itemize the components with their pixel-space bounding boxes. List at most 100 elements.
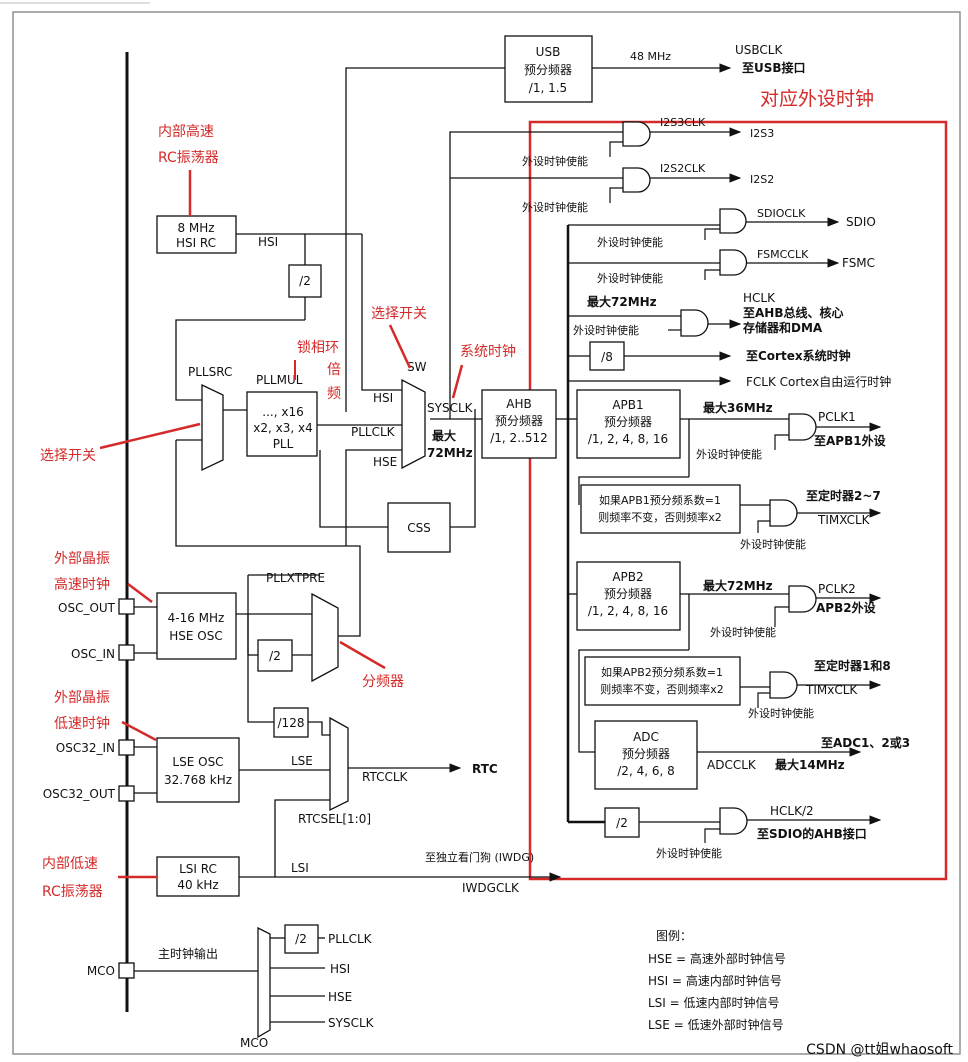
hsi-rc <box>156 215 237 254</box>
svg-text:OSC_IN: OSC_IN <box>71 647 115 661</box>
svg-text:频: 频 <box>327 386 341 402</box>
svg-text:PLLMUL: PLLMUL <box>256 373 303 387</box>
svg-text:外设时钟使能: 外设时钟使能 <box>522 154 588 168</box>
svg-text:预分频器: 预分频器 <box>622 747 670 761</box>
svg-text:至ADC1、2或3: 至ADC1、2或3 <box>821 735 910 750</box>
div128 <box>273 707 309 738</box>
svg-text:高速时钟: 高速时钟 <box>54 576 110 593</box>
annotations: 内部高速 RC振荡器 选择开关 锁相环 倍 频 选择开关 系统时钟 外部晶振 高… <box>40 123 516 900</box>
css-box <box>387 502 451 553</box>
div2-hsi <box>288 264 322 298</box>
svg-text:HSI = 高速内部时钟信号: HSI = 高速内部时钟信号 <box>648 973 782 988</box>
block-texts: USB 预分频器 /1, 1.5 8 MHz HSI RC /2 ..., x1… <box>164 45 724 946</box>
mux-sw <box>401 378 426 470</box>
svg-text:8 MHz: 8 MHz <box>177 221 214 235</box>
diagram-frame <box>12 11 961 1055</box>
svg-text:外设时钟使能: 外设时钟使能 <box>710 625 776 639</box>
svg-text:外部晶振: 外部晶振 <box>54 551 110 567</box>
svg-text:选择开关: 选择开关 <box>40 448 96 464</box>
svg-text:FSMC: FSMC <box>842 256 875 270</box>
svg-text:HCLK/2: HCLK/2 <box>770 804 814 818</box>
svg-text:最大72MHz: 最大72MHz <box>587 294 657 309</box>
svg-text:如果APB2预分频系数=1: 如果APB2预分频系数=1 <box>601 665 723 679</box>
svg-text:HSE OSC: HSE OSC <box>169 629 222 643</box>
svg-text:LSE = 低速外部时钟信号: LSE = 低速外部时钟信号 <box>648 1017 784 1032</box>
annotation-peripheral-clock: 对应外设时钟 <box>760 88 874 110</box>
svg-text:内部低速: 内部低速 <box>42 856 98 872</box>
svg-text:APB1: APB1 <box>612 398 643 412</box>
svg-text:外设时钟使能: 外设时钟使能 <box>656 846 722 860</box>
svg-text:最大: 最大 <box>432 428 456 443</box>
mux-pllxtpre <box>311 592 339 683</box>
svg-text:/2: /2 <box>299 274 311 288</box>
svg-text:/2: /2 <box>616 816 628 830</box>
svg-text:/2, 4, 6, 8: /2, 4, 6, 8 <box>617 764 674 778</box>
svg-text:SYSCLK: SYSCLK <box>427 401 474 415</box>
gate-i2s2 <box>622 167 651 193</box>
svg-text:最大36MHz: 最大36MHz <box>703 400 773 415</box>
svg-text:至定时器2~7: 至定时器2~7 <box>806 488 881 503</box>
gate-i2s3 <box>622 121 651 147</box>
gate-hclk2 <box>719 807 748 835</box>
svg-text:LSE OSC: LSE OSC <box>172 755 223 769</box>
div2-hse <box>257 639 293 672</box>
svg-text:/1, 2, 4, 8, 16: /1, 2, 4, 8, 16 <box>588 432 668 446</box>
svg-text:外设时钟使能: 外设时钟使能 <box>522 200 588 214</box>
gate-timx2 <box>769 671 798 699</box>
svg-text:PLLCLK: PLLCLK <box>351 425 396 439</box>
svg-text:MCO: MCO <box>240 1036 268 1050</box>
svg-text:至定时器1和8: 至定时器1和8 <box>814 658 891 673</box>
svg-text:预分频器: 预分频器 <box>604 415 652 429</box>
svg-text:预分频器: 预分频器 <box>604 587 652 601</box>
svg-text:至USB接口: 至USB接口 <box>742 60 806 75</box>
svg-text:SW: SW <box>407 360 427 374</box>
gate-timx1 <box>769 499 798 527</box>
and-gates <box>622 121 817 835</box>
svg-text:内部高速: 内部高速 <box>158 123 214 140</box>
svg-text:HSE = 高速外部时钟信号: HSE = 高速外部时钟信号 <box>648 951 786 966</box>
svg-text:/1, 2..512: /1, 2..512 <box>490 431 547 445</box>
svg-text:OSC32_IN: OSC32_IN <box>56 741 115 755</box>
svg-text:SYSCLK: SYSCLK <box>328 1016 375 1030</box>
svg-text:PLLCLK: PLLCLK <box>328 932 373 946</box>
svg-text:HCLK: HCLK <box>743 291 776 305</box>
pll-box <box>246 391 318 457</box>
svg-text:至独立看门狗 (IWDG): 至独立看门狗 (IWDG) <box>425 850 534 864</box>
gate-sdio <box>719 208 747 234</box>
pin-mco <box>118 962 135 979</box>
mux-rtcsel <box>329 716 349 812</box>
adc-prescaler <box>594 720 698 790</box>
watermark: CSDN @tt姐whaosoft <box>806 1042 953 1058</box>
svg-text:则频率不变，否则频率x2: 则频率不变，否则频率x2 <box>598 510 722 524</box>
svg-text:/8: /8 <box>601 350 613 364</box>
svg-text:外设时钟使能: 外设时钟使能 <box>597 235 663 249</box>
svg-text:/1, 2, 4, 8, 16: /1, 2, 4, 8, 16 <box>588 604 668 618</box>
apb1-prescaler <box>576 389 681 459</box>
svg-text:RTCSEL[1:0]: RTCSEL[1:0] <box>298 812 371 826</box>
usb-prescaler <box>504 35 593 103</box>
muxes <box>201 378 426 1039</box>
gate-output-arrows <box>650 127 882 825</box>
svg-text:USB: USB <box>536 45 561 59</box>
svg-text:/128: /128 <box>278 716 305 730</box>
svg-text:APB2外设: APB2外设 <box>816 600 877 615</box>
gate-pclk2 <box>788 585 817 613</box>
svg-text:PLLSRC: PLLSRC <box>188 365 232 379</box>
svg-text:存储器和DMA: 存储器和DMA <box>742 320 823 335</box>
svg-text:外设时钟使能: 外设时钟使能 <box>597 271 663 285</box>
svg-text:分频器: 分频器 <box>362 674 404 690</box>
svg-text:LSI = 低速内部时钟信号: LSI = 低速内部时钟信号 <box>648 995 780 1010</box>
svg-text:外部晶振: 外部晶振 <box>54 690 110 706</box>
svg-text:HSE: HSE <box>328 990 352 1004</box>
lse-osc <box>156 737 240 803</box>
svg-text:LSE: LSE <box>291 754 313 768</box>
svg-text:I2S2: I2S2 <box>750 173 774 186</box>
enable-lines <box>609 141 789 843</box>
svg-text:HSI: HSI <box>330 962 350 976</box>
svg-text:LSI: LSI <box>291 861 309 875</box>
ahb-prescaler <box>481 389 557 459</box>
legend: 图例： HSE = 高速外部时钟信号 HSI = 高速内部时钟信号 LSI = … <box>648 929 786 1032</box>
div2-mco <box>284 924 319 954</box>
svg-text:外设时钟使能: 外设时钟使能 <box>748 706 814 720</box>
